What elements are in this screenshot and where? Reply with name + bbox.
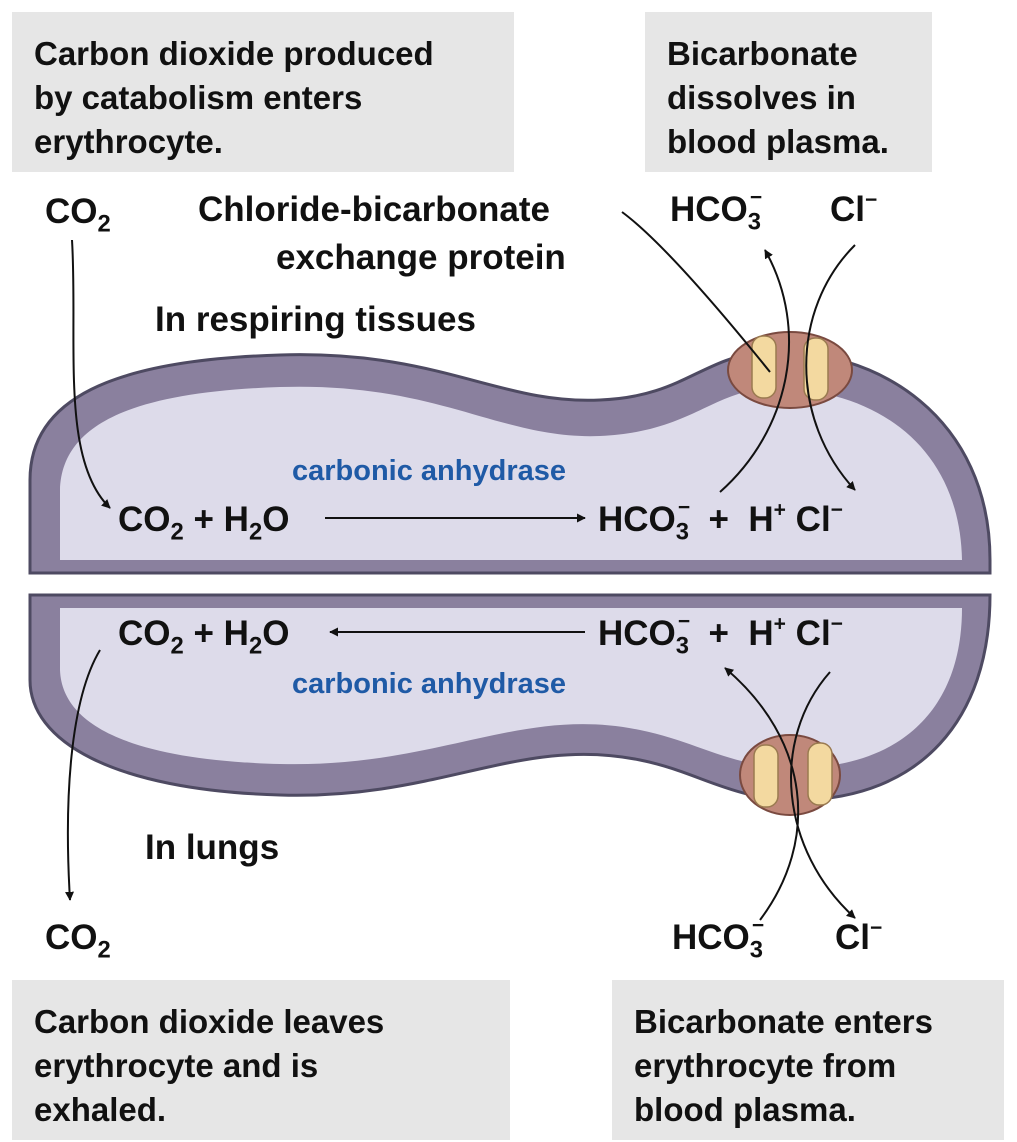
- charge: +: [773, 612, 786, 636]
- note-line: erythrocyte.: [34, 123, 223, 160]
- cl-entry-arrow: [805, 244, 856, 491]
- charge: +: [773, 498, 786, 522]
- products-top: HCO3− + H+ Cl−: [598, 496, 843, 543]
- plus: +: [193, 614, 214, 653]
- o-text: O: [262, 500, 290, 539]
- h-text: H: [748, 614, 774, 653]
- plus: +: [708, 614, 729, 653]
- hco3-base: HCO: [672, 918, 750, 957]
- cl-outside-bottom-label: Cl−: [835, 916, 883, 958]
- co2-outside-bottom-label: CO2: [45, 918, 111, 962]
- cl-exit-arrow: [790, 671, 856, 919]
- lower-cell-cytoplasm: [60, 608, 962, 768]
- protein-label-line1: Chloride-bicarbonate: [198, 190, 550, 229]
- hco3-outside-bottom-label: HCO3−: [672, 914, 764, 961]
- hco3-base: HCO: [670, 190, 748, 229]
- upper-cell-cytoplasm: [60, 386, 962, 560]
- note-line: Bicarbonate: [667, 35, 858, 72]
- enzyme-label-top: carbonic anhydrase: [292, 455, 566, 487]
- charge: −: [677, 610, 691, 634]
- note-line: Carbon dioxide leaves: [34, 1003, 385, 1040]
- hco3-entry-arrow: [724, 667, 800, 921]
- co2-exit-arrow: [65, 649, 101, 901]
- subscript: 2: [248, 632, 263, 660]
- charge: −: [751, 914, 765, 938]
- charge: −: [830, 498, 843, 522]
- co2-text: CO: [45, 918, 98, 957]
- protein-label-line2: exchange protein: [276, 238, 566, 277]
- o-text: O: [262, 614, 290, 653]
- hco3-exit-arrow: [719, 249, 791, 493]
- hco3-base: HCO: [598, 614, 676, 653]
- co2-text: CO: [118, 614, 171, 653]
- cl-text: Cl: [795, 614, 831, 653]
- charge: −: [870, 916, 883, 940]
- co2-text: CO: [45, 192, 98, 231]
- subscript: 3: [675, 518, 690, 546]
- co2-text: CO: [118, 500, 171, 539]
- reactants-bottom: HCO3− + H+ Cl−: [598, 610, 843, 657]
- subscript: 3: [747, 208, 762, 236]
- note-co2-enters: Carbon dioxide produced by catabolism en…: [12, 12, 514, 172]
- charge: −: [677, 496, 691, 520]
- note-line: erythrocyte and is: [34, 1047, 319, 1084]
- protein-pointer-line: [621, 211, 771, 373]
- hco3-text: HCO3−: [598, 496, 690, 543]
- subscript: 3: [675, 632, 690, 660]
- note-line: Bicarbonate enters: [634, 1003, 933, 1040]
- lower-exchange-protein: [739, 734, 841, 816]
- upper-exchange-protein: [727, 331, 853, 409]
- subscript: 2: [97, 210, 111, 238]
- subscript: 2: [170, 518, 184, 546]
- note-line: exhaled.: [34, 1091, 167, 1128]
- subscript: 2: [97, 936, 111, 964]
- note-bicarbonate-enters: Bicarbonate enters erythrocyte from bloo…: [612, 980, 1004, 1140]
- note-line: blood plasma.: [667, 123, 889, 160]
- note-line: by catabolism enters: [34, 79, 363, 116]
- charge: −: [865, 188, 878, 212]
- note-bicarbonate-dissolves: Bicarbonate dissolves in blood plasma.: [645, 12, 932, 172]
- h-text: H: [748, 500, 774, 539]
- charge: −: [749, 186, 763, 210]
- co2-outside-top-label: CO2: [45, 192, 111, 236]
- respiring-tissues-label: In respiring tissues: [155, 300, 476, 339]
- cl-outside-top-label: Cl−: [830, 188, 878, 230]
- note-line: erythrocyte from: [634, 1047, 897, 1084]
- plus: +: [708, 500, 729, 539]
- hco3-text: HCO3−: [672, 914, 764, 961]
- note-line: dissolves in: [667, 79, 856, 116]
- note-co2-leaves: Carbon dioxide leaves erythrocyte and is…: [12, 980, 510, 1140]
- cl-text: Cl: [830, 190, 865, 229]
- cl-text: Cl: [795, 500, 831, 539]
- charge: −: [830, 612, 843, 636]
- cl-text: Cl: [835, 918, 870, 957]
- enzyme-label-bottom: carbonic anhydrase: [292, 668, 566, 700]
- products-bottom: CO2 + H2O: [118, 614, 290, 658]
- hco3-text: HCO3−: [670, 186, 762, 233]
- plus: +: [193, 500, 214, 539]
- reactants-top: CO2 + H2O: [118, 500, 290, 544]
- h-text: H: [223, 614, 249, 653]
- h-text: H: [223, 500, 249, 539]
- lungs-label: In lungs: [145, 828, 280, 867]
- subscript: 2: [170, 632, 184, 660]
- hco3-base: HCO: [598, 500, 676, 539]
- hco3-text: HCO3−: [598, 610, 690, 657]
- note-line: Carbon dioxide produced: [34, 35, 434, 72]
- subscript: 3: [749, 936, 764, 964]
- hco3-outside-top-label: HCO3−: [670, 186, 762, 233]
- subscript: 2: [248, 518, 263, 546]
- note-line: blood plasma.: [634, 1091, 856, 1128]
- co2-entry-arrow: [71, 239, 111, 509]
